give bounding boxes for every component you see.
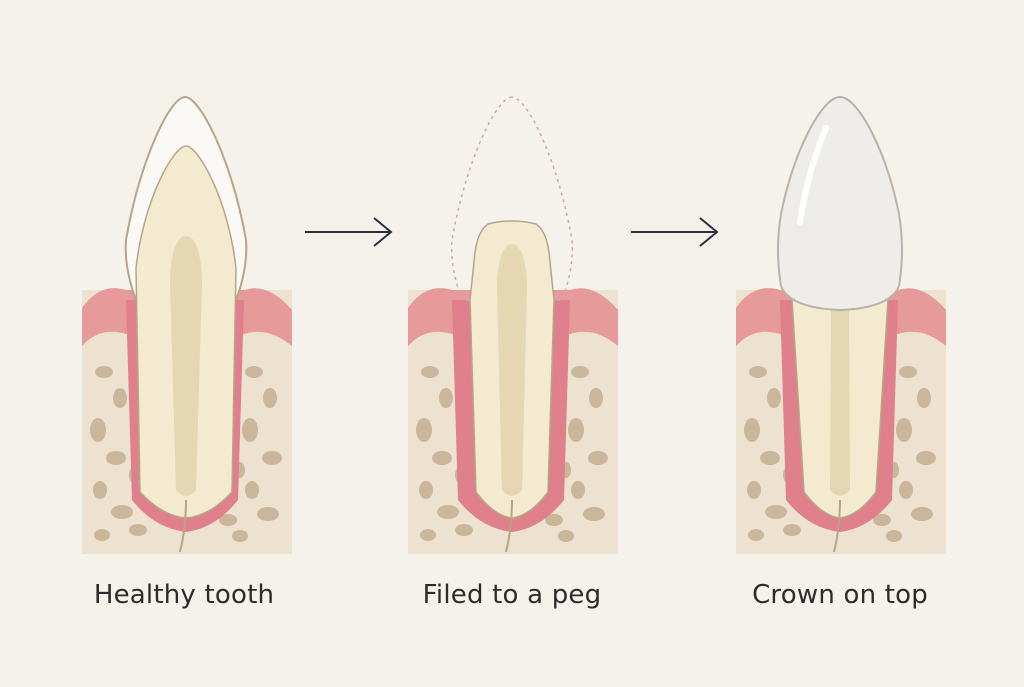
panel-crown-on-top [736,95,946,554]
nerve [505,499,513,553]
pulp-canal [830,300,850,496]
pulp-canal [170,236,202,496]
nerve [179,499,187,553]
arrow-right-icon [631,217,719,247]
crown-highlight [797,125,829,225]
bone-pores [90,366,282,542]
bone-pores [416,366,608,542]
caption-filed-peg: Filed to a peg [422,580,602,610]
pulp-canal [497,244,527,496]
panel-healthy-tooth [82,95,292,554]
caption-healthy-tooth: Healthy tooth [93,580,275,610]
panel-filed-peg [408,96,618,554]
nerve [833,499,841,553]
caption-crown-on-top: Crown on top [752,580,928,610]
arrow-right-icon [305,217,393,247]
crown [777,95,903,312]
